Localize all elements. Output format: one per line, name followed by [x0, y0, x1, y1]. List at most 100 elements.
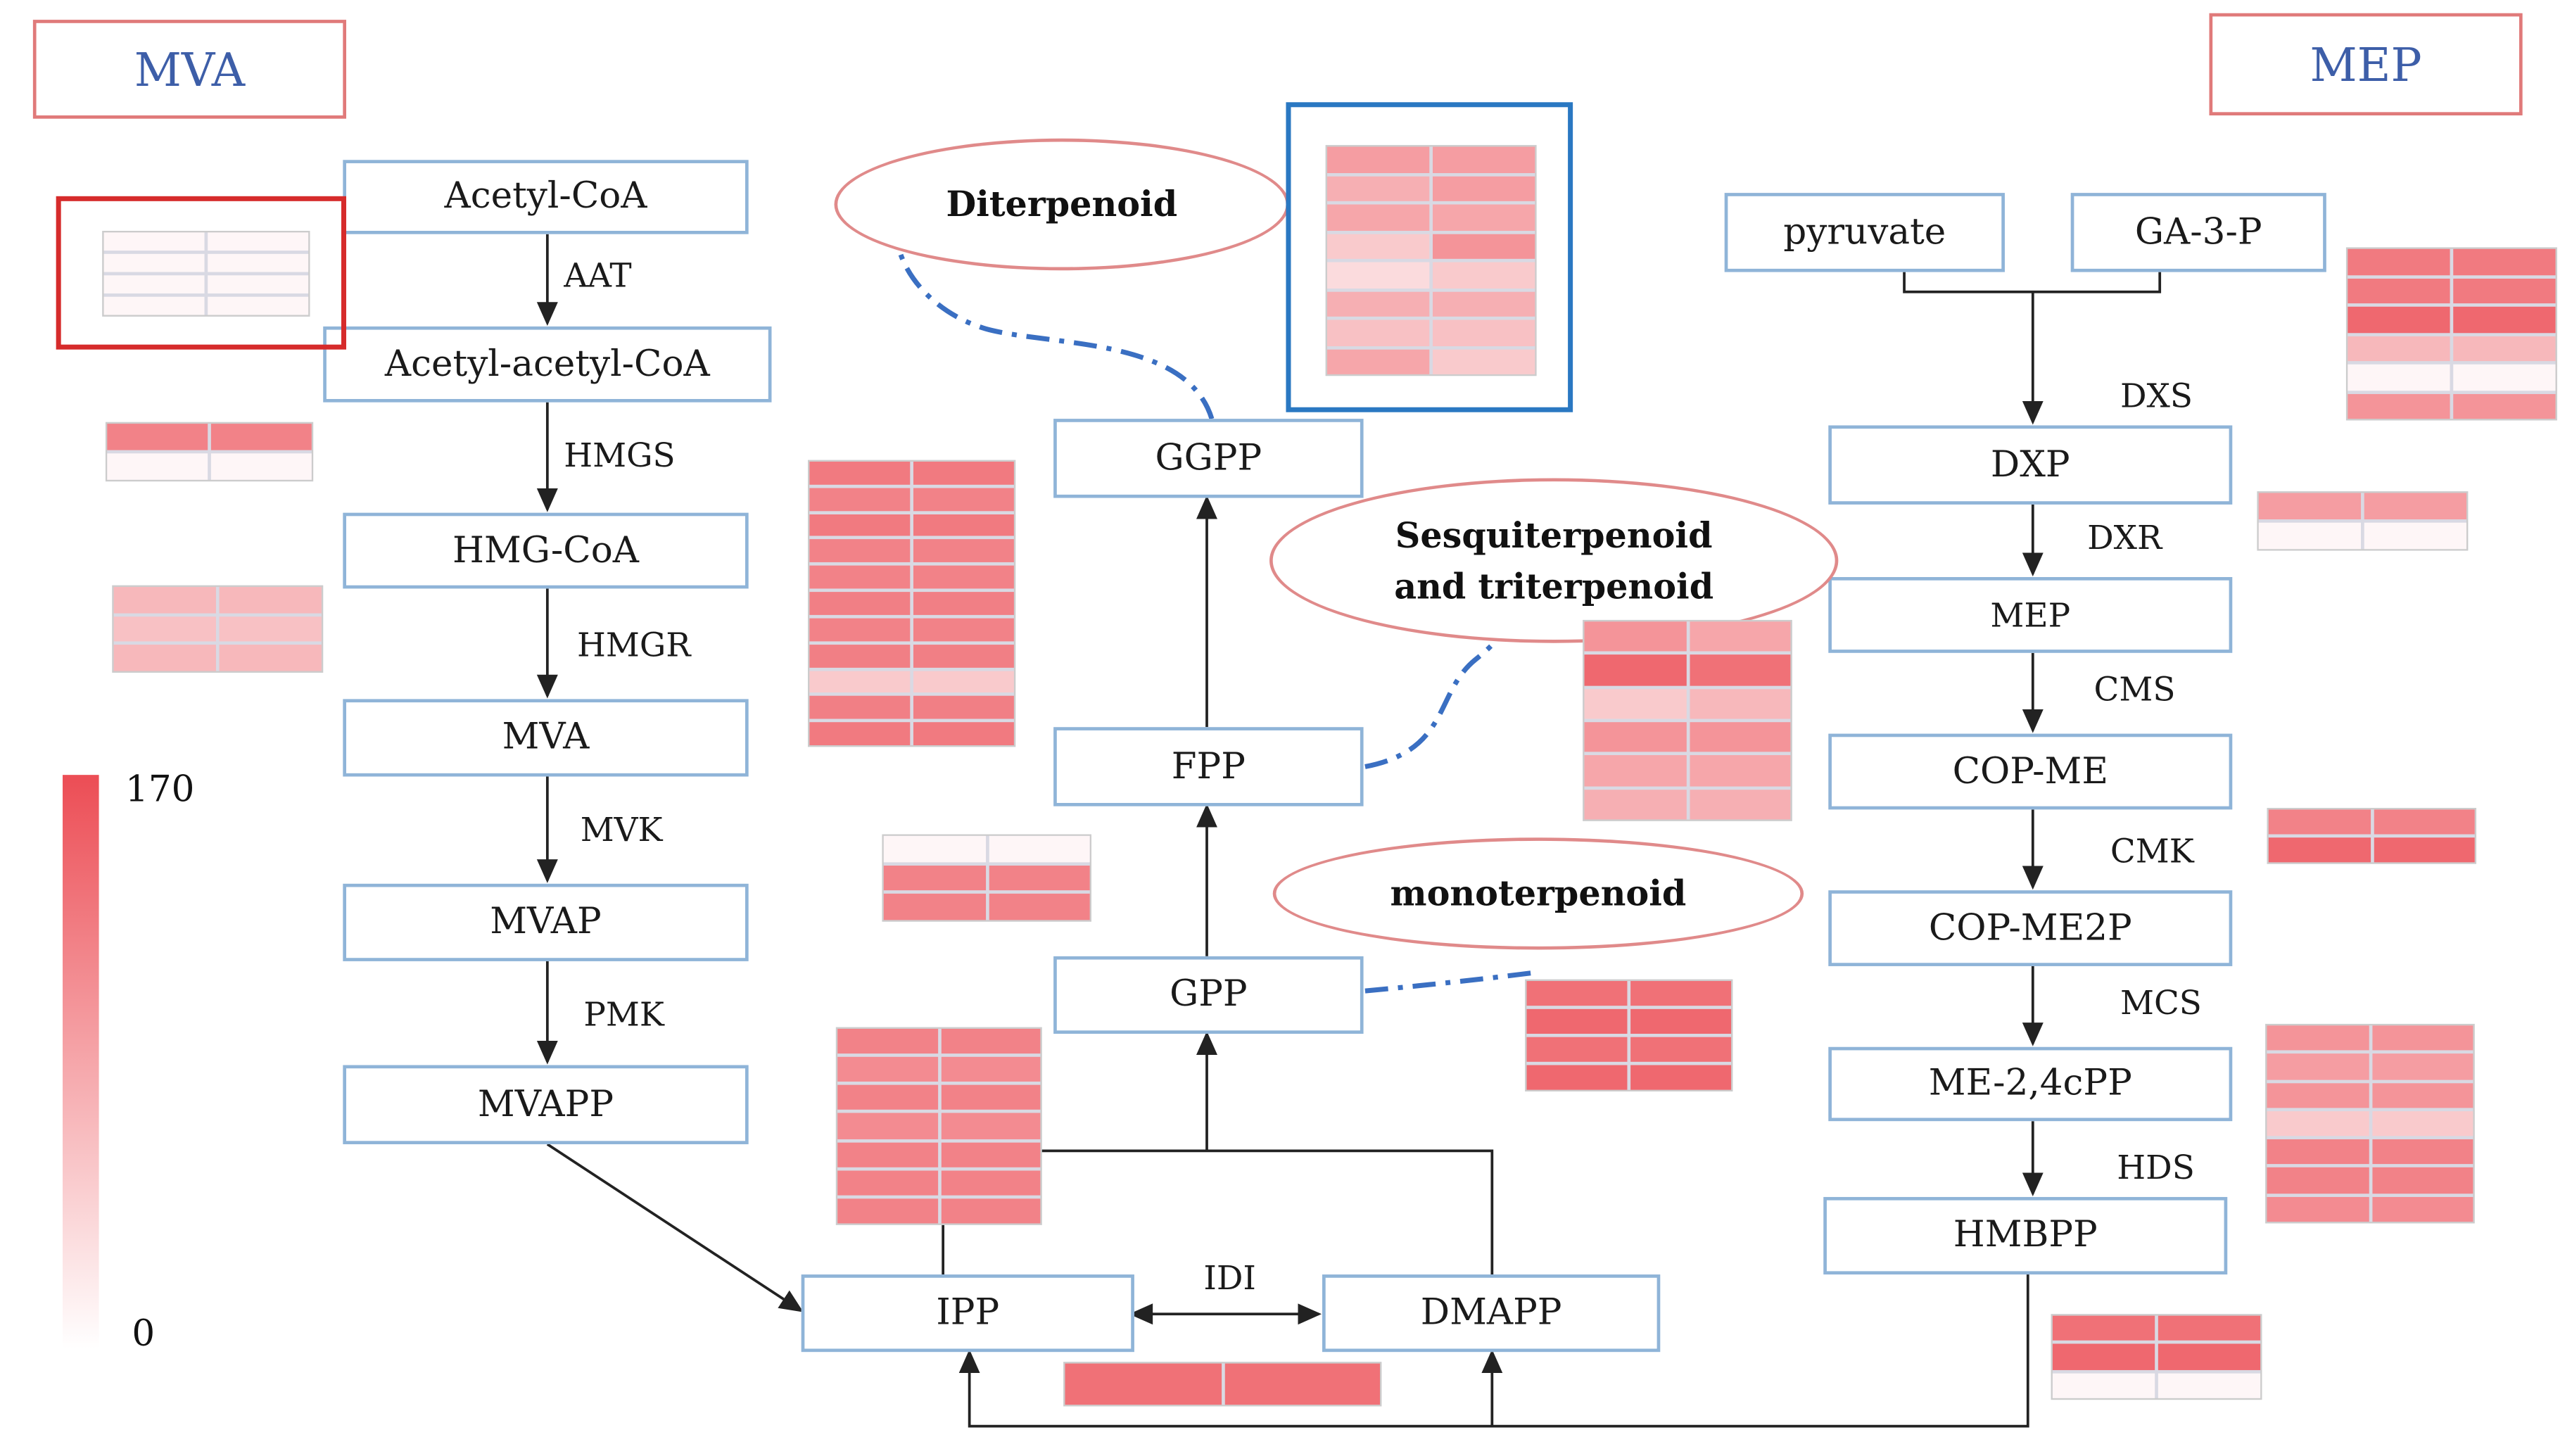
heatmap-cell: [1630, 1008, 1732, 1034]
enzyme-aat: AAT: [564, 255, 632, 296]
heatmap-cell: [1327, 348, 1430, 374]
heatmap-cell: [2453, 277, 2556, 304]
heatmap-cell: [1432, 233, 1535, 259]
node-mep: MEP: [1828, 577, 2233, 653]
heatmap-cell: [809, 592, 911, 615]
monoterpenoid-ellipse: monoterpenoid: [1272, 837, 1804, 950]
heatmap-cell: [913, 566, 1014, 589]
node-mvap: MVAP: [343, 883, 749, 961]
heatmap-cell: [1630, 1065, 1732, 1090]
heatmap-cell: [2453, 248, 2556, 275]
heatmap-cell: [988, 835, 1090, 862]
heatmap-cell: [2371, 1110, 2473, 1137]
enzyme-hds: HDS: [2117, 1147, 2195, 1187]
heatmap-cell: [2158, 1344, 2261, 1370]
heatmap-cell: [1689, 654, 1791, 685]
heatmap-cell: [940, 1113, 1041, 1139]
heatmap-cell: [1065, 1363, 1221, 1405]
heatmap-cell: [1432, 291, 1535, 317]
enzyme-hmgs: HMGS: [564, 435, 676, 475]
heatmap-cell: [809, 618, 911, 641]
heatmap-cell: [2373, 837, 2475, 863]
heatmap-cell: [1432, 146, 1535, 172]
heatmap-cell: [2453, 393, 2556, 419]
heatmap-cell: [809, 696, 911, 719]
heatmap-cell: [103, 253, 205, 272]
heatmap-cell: [940, 1085, 1041, 1110]
heatmap-dxr: [2257, 491, 2469, 551]
heatmap-cell: [913, 540, 1014, 563]
enzyme-hmgr: HMGR: [577, 624, 691, 665]
node-dxp: DXP: [1828, 425, 2233, 505]
heatmap-cell: [1327, 291, 1430, 317]
heatmap-cell: [809, 722, 911, 745]
heatmap-cell: [103, 275, 205, 294]
heatmap-cell: [809, 514, 911, 537]
heatmap-cell: [1584, 755, 1686, 786]
heatmap-cell: [940, 1141, 1041, 1167]
heatmap-cell: [113, 645, 216, 671]
heatmap-cell: [913, 618, 1014, 641]
heatmap-cell: [208, 253, 309, 272]
heatmap-cell: [1526, 1065, 1628, 1090]
heatmap-cell: [1327, 319, 1430, 346]
heatmap-cell: [1327, 175, 1430, 201]
heatmap-cell: [2158, 1372, 2261, 1398]
heatmap-dxs: [2345, 247, 2557, 421]
heatmap-cell: [883, 835, 985, 862]
heatmap-cell: [208, 232, 309, 251]
heatmap-cell: [2267, 1082, 2369, 1108]
heatmap-cell: [837, 1170, 937, 1196]
heatmap-cell: [2267, 1196, 2369, 1222]
aat-highlight-frame: [56, 196, 347, 350]
node-cop-me2p: COP-ME2P: [1828, 890, 2233, 966]
heatmap-cell: [2453, 335, 2556, 362]
heatmap-cell: [913, 722, 1014, 745]
heatmap-cell: [219, 616, 322, 642]
heatmap-hmbpp: [2051, 1314, 2262, 1400]
heatmap-cell: [2348, 277, 2450, 304]
heatmap-cell: [2348, 393, 2450, 419]
enzyme-dxs: DXS: [2120, 376, 2193, 416]
heatmap-cell: [1327, 204, 1430, 230]
legend-max: 170: [125, 770, 195, 811]
legend-min: 0: [132, 1314, 156, 1355]
heatmap-cell: [2453, 364, 2556, 391]
heatmap-cell: [809, 488, 911, 511]
heatmap-cell: [2371, 1139, 2473, 1165]
heatmap-cell: [2258, 522, 2362, 550]
heatmap-cell: [107, 453, 208, 480]
enzyme-dxr: DXR: [2087, 517, 2162, 557]
node-acetyl-acetyl-coa: Acetyl-acetyl-CoA: [323, 326, 772, 403]
mva-arrows: [536, 234, 804, 1312]
heatmap-cell: [1432, 204, 1535, 230]
heatmap-cell: [103, 232, 205, 251]
heatmap-mcs-hds: [2265, 1023, 2475, 1224]
node-mvapp: MVAPP: [343, 1065, 749, 1144]
heatmap-cell: [1689, 789, 1791, 820]
heatmap-sesquiterpenoid: [1583, 619, 1792, 821]
heatmap-cell: [1689, 688, 1791, 719]
sesquiterpenoid-ellipse: Sesquiterpenoid and triterpenoid: [1269, 478, 1839, 643]
heatmap-aat: [102, 231, 310, 317]
heatmap-cell: [1224, 1363, 1381, 1405]
heatmap-cell: [2267, 1110, 2369, 1137]
diterpenoid-ellipse: Diterpenoid: [834, 138, 1290, 271]
heatmap-cell: [113, 587, 216, 613]
enzyme-idi: IDI: [1203, 1258, 1256, 1298]
heatmap-ggpp: [1325, 145, 1537, 376]
sesquiterpenoid-line2: and triterpenoid: [1394, 565, 1714, 607]
heatmap-cell: [2348, 335, 2450, 362]
heatmap-cell: [103, 296, 205, 315]
node-mva: MVA: [343, 699, 749, 777]
heatmap-cell: [1432, 262, 1535, 288]
heatmap-cell: [913, 462, 1014, 485]
node-pyruvate: pyruvate: [1724, 193, 2005, 272]
heatmap-cell: [988, 894, 1090, 920]
enzyme-cms: CMS: [2093, 669, 2176, 709]
heatmap-mva-mid: [808, 460, 1016, 747]
mva-title: MVA: [32, 20, 347, 119]
heatmap-cell: [2267, 1139, 2369, 1165]
heatmap-cell: [2052, 1315, 2155, 1341]
node-hmbpp: HMBPP: [1823, 1196, 2228, 1275]
